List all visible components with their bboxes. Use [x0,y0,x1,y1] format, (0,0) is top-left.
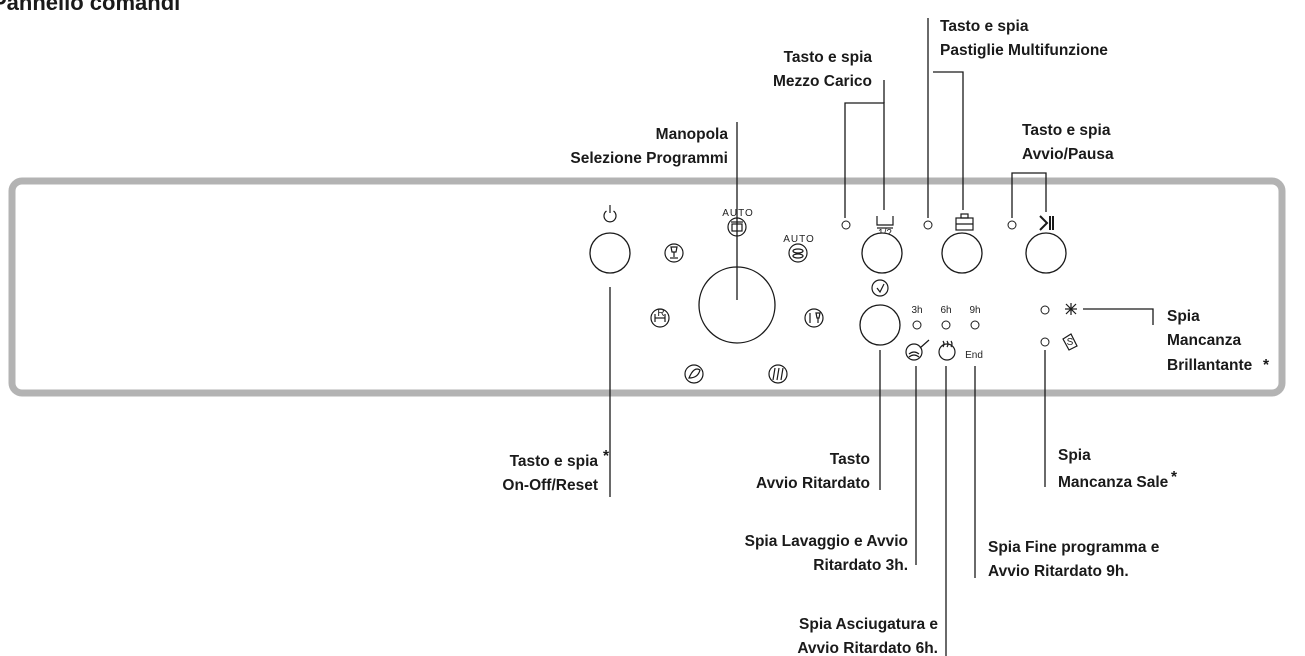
label-half-load: Tasto e spia Mezzo Carico [773,49,872,90]
svg-text:Avvio/Pausa: Avvio/Pausa [1022,146,1114,163]
eco-program-icon[interactable] [684,364,704,384]
label-salt: Spia Mancanza Sale * [1058,447,1178,491]
page-title: Pannello comandi [0,0,180,15]
label-end-9h: Spia Fine programma e Avvio Ritardato 9h… [988,539,1160,580]
svg-text:Mezzo Carico: Mezzo Carico [773,73,872,90]
svg-text:Spia Asciugatura e: Spia Asciugatura e [799,616,938,633]
onoff-reset-button[interactable] [589,232,631,274]
delay-start-button[interactable] [859,304,901,346]
auto-normal-program-icon[interactable]: AUTO [783,234,815,263]
svg-text:Pastiglie Multifunzione: Pastiglie Multifunzione [940,42,1108,59]
delay-3h-led [912,320,922,330]
svg-text:Spia: Spia [1058,447,1091,464]
svg-text:Brillantante: Brillantante [1167,357,1253,374]
start-pause-led [1007,220,1017,230]
svg-text:*: * [1263,357,1270,374]
svg-text:Tasto e spia: Tasto e spia [784,49,873,66]
start-pause-button[interactable] [1025,232,1067,274]
svg-text:R: R [657,308,664,319]
tablet-icon [955,213,974,231]
svg-text:Tasto e spia: Tasto e spia [510,453,599,470]
sparkle-icon [1065,303,1077,315]
label-rinse-aid: Spia Mancanza Brillantante * [1167,308,1270,374]
svg-text:AUTO: AUTO [783,234,815,245]
svg-text:Mancanza: Mancanza [1167,332,1241,349]
play-pause-icon [1039,215,1054,231]
svg-text:*: * [603,448,610,465]
label-delay: Tasto Avvio Ritardato [756,451,870,492]
multi-tabs-led [923,220,933,230]
svg-text:*: * [1171,469,1178,486]
label-dry-6h: Spia Asciugatura e Avvio Ritardato 6h. [797,616,938,656]
label-wash-3h: Spia Lavaggio e Avvio Ritardato 3h. [745,533,908,574]
power-icon [603,205,617,223]
svg-text:Mancanza Sale: Mancanza Sale [1058,474,1169,491]
delay-3h-text: 3h [911,305,922,316]
glass-care-program-icon[interactable] [804,308,824,328]
salt-led [1040,337,1050,347]
svg-text:Tasto e spia: Tasto e spia [940,18,1029,35]
svg-text:Spia: Spia [1167,308,1200,325]
svg-text:Spia Lavaggio e Avvio: Spia Lavaggio e Avvio [745,533,908,550]
wash-icon [905,339,930,361]
salt-icon: S [1062,333,1078,351]
label-selector: Manopola Selezione Programmi [570,126,728,167]
auto-intensive-program-icon[interactable]: AUTO [722,208,754,237]
svg-text:Avvio Ritardato: Avvio Ritardato [756,475,870,492]
leader-lines [609,18,1154,656]
svg-text:Avvio Ritardato 6h.: Avvio Ritardato 6h. [797,640,938,656]
panel-frame [8,177,1286,397]
delay-9h-text: 9h [969,305,980,316]
label-multi-tabs: Tasto e spia Pastiglie Multifunzione [940,18,1108,59]
rinse-aid-led [1040,305,1050,315]
svg-text:Avvio Ritardato 9h.: Avvio Ritardato 9h. [988,563,1129,580]
svg-text:Selezione Programmi: Selezione Programmi [570,150,728,167]
svg-text:AUTO: AUTO [722,208,754,219]
delay-9h-led [970,320,980,330]
pre-wash-program-icon[interactable] [768,364,788,384]
delay-6h-led [941,320,951,330]
svg-text:On-Off/Reset: On-Off/Reset [502,477,598,494]
rapid-program-icon[interactable]: R [650,308,670,328]
end-text: End [965,350,983,361]
delay-6h-text: 6h [940,305,951,316]
half-load-led [841,220,851,230]
multi-tabs-button[interactable] [941,232,983,274]
svg-text:Ritardato 3h.: Ritardato 3h. [813,557,908,574]
label-start-pause: Tasto e spia Avvio/Pausa [1022,122,1114,163]
half-load-button[interactable] [861,232,903,274]
svg-text:S: S [1067,337,1074,348]
clock-icon [871,279,889,297]
label-onoff: Tasto e spia * On-Off/Reset [502,448,610,494]
svg-text:Spia Fine programma e: Spia Fine programma e [988,539,1160,556]
dry-icon [938,340,956,361]
glass-program-icon[interactable] [664,243,684,263]
svg-text:Manopola: Manopola [656,126,729,143]
svg-text:Tasto e spia: Tasto e spia [1022,122,1111,139]
svg-text:Tasto: Tasto [830,451,870,468]
